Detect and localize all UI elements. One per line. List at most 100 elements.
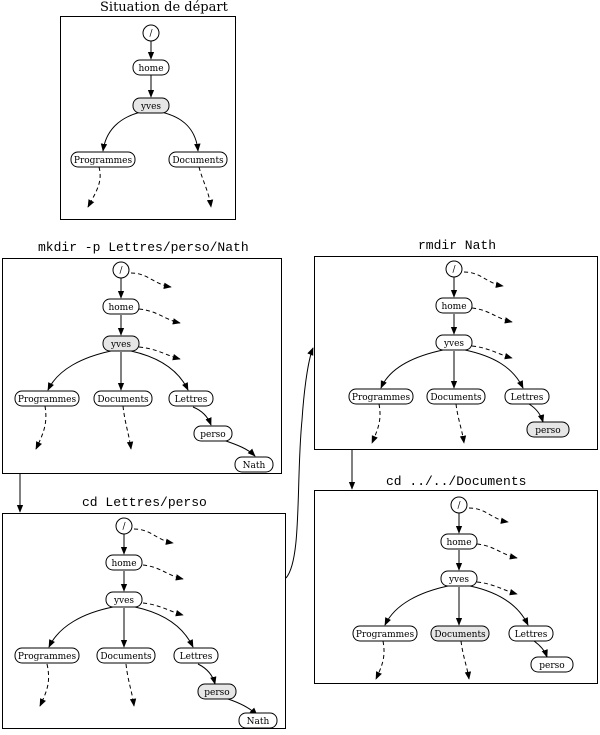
edge-home-more bbox=[142, 564, 184, 581]
node-root: / bbox=[115, 517, 133, 535]
caption-cd1: cd Lettres/perso bbox=[82, 495, 207, 510]
edge-yves-programmes bbox=[47, 350, 112, 391]
node-lettres: Lettres bbox=[504, 388, 550, 405]
node-nath: Nath bbox=[234, 456, 274, 473]
node-nath: Nath bbox=[238, 712, 278, 729]
svg-text:Programmes: Programmes bbox=[352, 393, 411, 403]
panel-cd1: / home yves Programmes Documents Lettres… bbox=[2, 513, 286, 729]
edge-perso-nath bbox=[222, 439, 256, 457]
node-programmes: Programmes bbox=[70, 151, 136, 168]
edge-documents-more bbox=[198, 166, 214, 208]
node-home: home bbox=[102, 298, 140, 315]
panel-mkdir: / home yves Programmes Documents Lettres… bbox=[2, 258, 282, 474]
edge-programmes-more bbox=[375, 640, 385, 680]
node-documents: Documents bbox=[93, 390, 153, 407]
edge-root-more bbox=[463, 271, 504, 288]
edge-programmes-more bbox=[87, 166, 101, 208]
edge-lettres-perso bbox=[528, 403, 545, 423]
edge-yves-more bbox=[138, 346, 181, 361]
panel-cd2: / home yves Programmes Documents Lettres… bbox=[314, 490, 598, 684]
node-documents: Documents bbox=[426, 388, 486, 405]
svg-text:Programmes: Programmes bbox=[74, 156, 133, 166]
svg-text:Nath: Nath bbox=[243, 461, 266, 471]
node-yves: yves bbox=[105, 591, 143, 608]
node-perso: perso bbox=[530, 656, 574, 673]
svg-text:/: / bbox=[119, 266, 123, 276]
svg-text:perso: perso bbox=[200, 430, 225, 440]
edge-yves-lettres bbox=[130, 350, 189, 391]
svg-text:/: / bbox=[457, 501, 461, 511]
svg-text:Documents: Documents bbox=[430, 393, 482, 403]
node-programmes: Programmes bbox=[348, 388, 414, 405]
svg-text:Programmes: Programmes bbox=[356, 630, 415, 640]
node-root: / bbox=[445, 260, 463, 278]
node-lettres: Lettres bbox=[508, 625, 554, 642]
panel-rmdir: / home yves Programmes Documents Lettres… bbox=[314, 256, 598, 450]
edge-root-more bbox=[133, 528, 174, 545]
edge-lettres-perso bbox=[197, 663, 217, 685]
edge-yves-documents bbox=[160, 111, 201, 152]
svg-text:Lettres: Lettres bbox=[515, 630, 548, 640]
edge-lettres-perso bbox=[192, 406, 212, 426]
caption-mkdir: mkdir -p Lettres/perso/Nath bbox=[38, 240, 249, 255]
caption-start: Situation de départ bbox=[100, 0, 228, 15]
tree-mkdir: / home yves Programmes Documents Lettres… bbox=[14, 261, 274, 473]
svg-text:perso: perso bbox=[535, 426, 560, 436]
svg-text:/: / bbox=[122, 522, 126, 532]
edge-documents-more bbox=[122, 405, 134, 450]
node-programmes: Programmes bbox=[352, 625, 418, 642]
svg-text:home: home bbox=[108, 303, 133, 313]
edge-root-more bbox=[468, 507, 509, 524]
node-home: home bbox=[440, 533, 478, 550]
node-yves: yves bbox=[435, 334, 473, 351]
node-home: home bbox=[435, 297, 473, 314]
edge-documents-more bbox=[125, 663, 137, 707]
edge-yves-more bbox=[471, 345, 513, 360]
node-root: / bbox=[142, 24, 160, 42]
node-root: / bbox=[112, 261, 130, 279]
node-home: home bbox=[132, 59, 170, 76]
edge-yves-programmes bbox=[100, 111, 142, 152]
edge-home-more bbox=[476, 543, 518, 560]
edge-lettres-perso bbox=[533, 640, 548, 658]
svg-text:Programmes: Programmes bbox=[18, 652, 77, 662]
svg-text:Documents: Documents bbox=[97, 395, 149, 405]
node-yves: yves bbox=[440, 570, 478, 587]
edge-yves-programmes bbox=[380, 349, 444, 389]
edge-root-more bbox=[130, 272, 172, 289]
node-root: / bbox=[450, 496, 468, 514]
svg-text:yves: yves bbox=[140, 102, 161, 112]
caption-rmdir: rmdir Nath bbox=[418, 238, 497, 253]
edge-yves-lettres bbox=[469, 585, 529, 626]
edge-programmes-more bbox=[371, 403, 381, 444]
node-programmes: Programmes bbox=[14, 647, 80, 664]
edge-yves-more bbox=[476, 581, 518, 596]
node-documents: Documents bbox=[430, 625, 490, 642]
svg-text:perso: perso bbox=[539, 661, 564, 671]
tree-cd1: / home yves Programmes Documents Lettres… bbox=[14, 517, 278, 729]
svg-text:yves: yves bbox=[448, 575, 469, 585]
edge-yves-lettres bbox=[134, 606, 194, 648]
svg-text:/: / bbox=[452, 265, 456, 275]
node-yves: yves bbox=[132, 97, 170, 114]
node-perso: perso bbox=[526, 421, 570, 438]
edge-yves-programmes bbox=[384, 585, 449, 626]
svg-text:Lettres: Lettres bbox=[175, 395, 208, 405]
panel-start: / home yves Programmes Documents bbox=[60, 16, 236, 220]
node-documents: Documents bbox=[96, 647, 156, 664]
caption-cd2: cd ../../Documents bbox=[386, 474, 527, 489]
svg-text:Lettres: Lettres bbox=[180, 652, 213, 662]
svg-text:home: home bbox=[441, 302, 466, 312]
edge-programmes-more bbox=[39, 663, 50, 707]
node-home: home bbox=[105, 554, 143, 571]
svg-text:home: home bbox=[446, 538, 471, 548]
svg-text:yves: yves bbox=[113, 596, 134, 606]
svg-text:home: home bbox=[111, 559, 136, 569]
svg-text:perso: perso bbox=[204, 688, 229, 698]
node-perso: perso bbox=[193, 425, 233, 442]
node-programmes: Programmes bbox=[14, 390, 80, 407]
svg-text:/: / bbox=[149, 29, 153, 39]
edge-documents-more bbox=[460, 640, 472, 680]
tree-rmdir: / home yves Programmes Documents Lettres… bbox=[348, 260, 570, 444]
tree-cd2: / home yves Programmes Documents Lettres… bbox=[352, 496, 574, 680]
